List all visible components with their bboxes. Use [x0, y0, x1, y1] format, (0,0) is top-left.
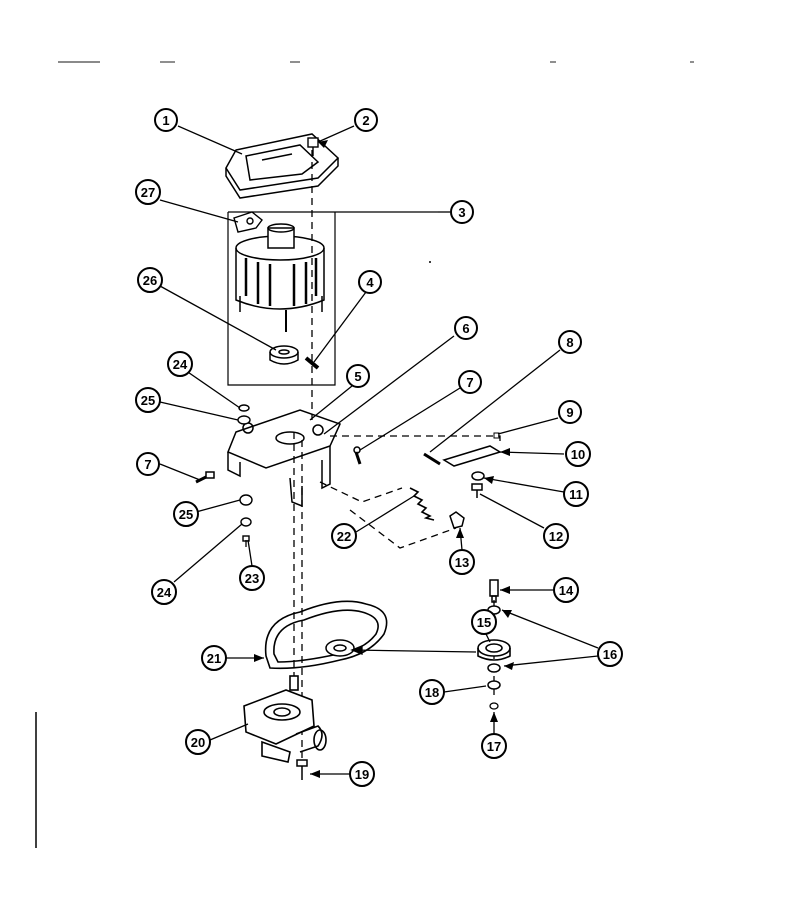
svg-text:21: 21 — [207, 651, 221, 666]
pump-pulley — [325, 639, 355, 657]
svg-text:25: 25 — [141, 393, 155, 408]
svg-text:3: 3 — [458, 205, 465, 220]
callout-24-upper: 24 — [167, 351, 193, 377]
callout-4: 4 — [358, 270, 382, 294]
bolt-part-7-left — [195, 471, 215, 484]
svg-text:27: 27 — [141, 185, 155, 200]
motor-cover-part — [225, 133, 340, 199]
svg-text:14: 14 — [559, 583, 574, 598]
svg-text:15: 15 — [477, 615, 491, 630]
spring-part-22 — [409, 487, 435, 521]
callout-2: 2 — [354, 108, 378, 132]
svg-text:26: 26 — [143, 273, 157, 288]
clip-part-13 — [449, 511, 465, 529]
callout-20: 20 — [185, 729, 211, 755]
svg-text:9: 9 — [566, 405, 573, 420]
callout-21: 21 — [201, 645, 227, 671]
drive-belt-part-21 — [264, 600, 388, 670]
svg-text:23: 23 — [245, 571, 259, 586]
svg-text:19: 19 — [355, 767, 369, 782]
svg-text:18: 18 — [425, 685, 439, 700]
svg-text:24: 24 — [173, 357, 188, 372]
screw-part-19 — [296, 759, 308, 780]
motor-part — [235, 223, 325, 332]
switch-part-27 — [233, 211, 263, 233]
callout-8: 8 — [558, 330, 582, 354]
screw-part-2 — [307, 137, 319, 156]
callout-5: 5 — [346, 364, 370, 388]
callout-24-lower: 24 — [151, 579, 177, 605]
scan-speck — [429, 261, 431, 263]
callout-25-upper: 25 — [135, 387, 161, 413]
svg-text:16: 16 — [603, 647, 617, 662]
callout-27: 27 — [135, 179, 161, 205]
callout-15: 15 — [471, 609, 497, 635]
svg-text:8: 8 — [566, 335, 573, 350]
callout-11: 11 — [563, 481, 589, 507]
callout-13: 13 — [449, 549, 475, 575]
pump-part-20 — [243, 675, 327, 763]
grommet-lower — [239, 494, 253, 542]
idler-pulley-part-15 — [477, 639, 511, 661]
callout-7-right: 7 — [458, 370, 482, 394]
svg-text:11: 11 — [569, 487, 583, 502]
screw-part-12 — [471, 483, 483, 498]
svg-text:24: 24 — [157, 585, 172, 600]
callout-18: 18 — [419, 679, 445, 705]
svg-text:5: 5 — [354, 369, 361, 384]
switch-bracket-part-10 — [442, 445, 502, 467]
motor-mount-bracket — [227, 409, 342, 508]
key-part-4 — [304, 356, 320, 370]
callout-19: 19 — [349, 761, 375, 787]
svg-text:22: 22 — [337, 529, 351, 544]
svg-text:17: 17 — [487, 739, 501, 754]
callout-6: 6 — [454, 316, 478, 340]
callout-9: 9 — [558, 400, 582, 424]
svg-text:4: 4 — [366, 275, 374, 290]
callout-25-lower: 25 — [173, 501, 199, 527]
callout-14: 14 — [553, 577, 579, 603]
svg-text:7: 7 — [144, 457, 151, 472]
svg-text:1: 1 — [162, 113, 169, 128]
bolt-part-7-right — [353, 446, 362, 465]
svg-text:10: 10 — [571, 447, 585, 462]
belt-route-arrow — [350, 645, 477, 655]
brake-arm-part-8 — [423, 452, 441, 466]
svg-text:7: 7 — [466, 375, 473, 390]
washer-part-11 — [471, 471, 485, 481]
svg-text:25: 25 — [179, 507, 193, 522]
washer-part-18 — [487, 680, 501, 690]
callout-3: 3 — [450, 200, 474, 224]
svg-text:6: 6 — [462, 321, 469, 336]
callout-26: 26 — [137, 267, 163, 293]
clip-part-17 — [489, 702, 499, 710]
callout-12: 12 — [543, 523, 569, 549]
leader-arrowheads — [254, 140, 514, 778]
callout-7-left: 7 — [136, 452, 160, 476]
motor-group-bracket — [227, 211, 438, 386]
svg-text:2: 2 — [362, 113, 369, 128]
callout-16: 16 — [597, 641, 623, 667]
svg-text:12: 12 — [549, 529, 563, 544]
callout-10: 10 — [565, 441, 591, 467]
pin-part-14 — [489, 579, 499, 603]
svg-text:13: 13 — [455, 555, 469, 570]
callout-23: 23 — [239, 565, 265, 591]
callout-22: 22 — [331, 523, 357, 549]
callout-17: 17 — [481, 733, 507, 759]
svg-text:20: 20 — [191, 735, 205, 750]
callout-leaders — [159, 125, 599, 775]
callout-1: 1 — [154, 108, 178, 132]
motor-pulley-part-26 — [269, 345, 299, 365]
